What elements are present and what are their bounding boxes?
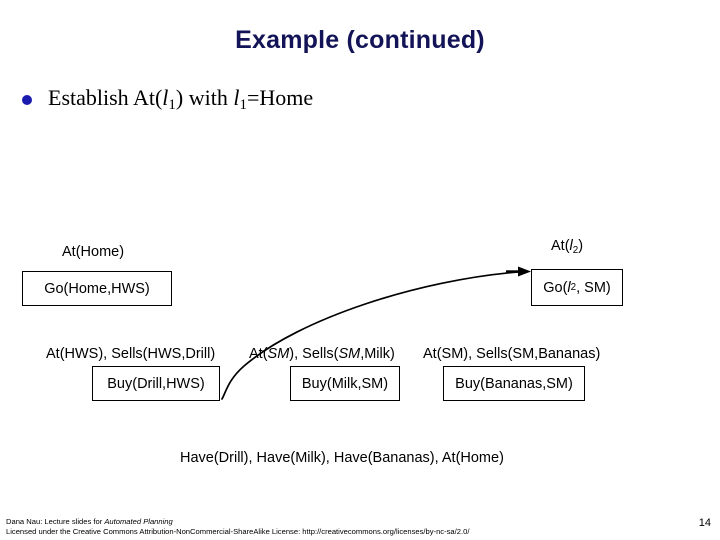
page-number: 14 <box>698 517 711 529</box>
go-l2-pre: Go( <box>543 279 568 296</box>
goal-condition-label: Have(Drill), Have(Milk), Have(Bananas), … <box>180 450 504 466</box>
precondition-label-buy-bananas: At(SM), Sells(SM,Bananas) <box>423 346 601 362</box>
bullet-item: Establish At(l1) with l1=Home <box>22 85 682 114</box>
at-l2-pre: At( <box>551 238 570 254</box>
at-l2-var: l <box>569 238 573 254</box>
bullet-text-part2: ) with <box>175 85 234 110</box>
precondition-label-buy-milk: At(SM), Sells(SM,Milk) <box>249 347 395 362</box>
bullet-marker-icon <box>22 95 32 105</box>
footer-author: Dana Nau: Lecture slides for <box>6 516 105 526</box>
bullet-sub-1a: 1 <box>168 97 176 114</box>
footer-book-title: Automated Planning <box>104 516 173 526</box>
precondition-label-at-l2: At(l2) <box>551 239 583 256</box>
bullet-item-label: Establish At(l1) with l1=Home <box>48 85 313 114</box>
action-node-buy-bananas-sm[interactable]: Buy(Bananas,SM) <box>443 366 585 401</box>
precondition-label-at-home: At(Home) <box>62 244 125 260</box>
go-l2-var: l <box>567 279 571 296</box>
bullet-text-part3: =Home <box>246 85 314 110</box>
action-node-buy-drill-hws[interactable]: Buy(Drill,HWS) <box>92 366 220 401</box>
at-l2-sub: 2 <box>572 244 579 256</box>
footer-line-2: Licensed under the Creative Commons Attr… <box>6 526 470 536</box>
bullet-text-part1: Establish At( <box>48 85 163 110</box>
at-l2-post: ) <box>578 238 584 254</box>
action-node-buy-milk-sm[interactable]: Buy(Milk,SM) <box>290 366 400 401</box>
go-l2-post: , SM) <box>576 279 611 296</box>
milk-pre-e: ,Milk) <box>360 346 395 362</box>
bullet-sub-1b: 1 <box>239 97 247 114</box>
bullet-var-l1: l <box>162 85 169 110</box>
page-title: Example (continued) <box>235 26 485 54</box>
footer-attribution: Dana Nau: Lecture slides for Automated P… <box>6 517 469 538</box>
milk-pre-c: ), Sells( <box>289 346 339 362</box>
milk-pre-a: At( <box>249 346 268 362</box>
milk-pre-sm2: SM <box>338 346 361 362</box>
go-l2-sub: 2 <box>570 282 577 293</box>
precondition-label-buy-drill: At(HWS), Sells(HWS,Drill) <box>46 346 216 362</box>
milk-pre-sm1: SM <box>267 346 290 362</box>
bullet-var-l1b: l <box>233 85 240 110</box>
footer-line-1: Dana Nau: Lecture slides for Automated P… <box>6 517 469 527</box>
action-node-go-home-hws[interactable]: Go(Home,HWS) <box>22 271 172 306</box>
